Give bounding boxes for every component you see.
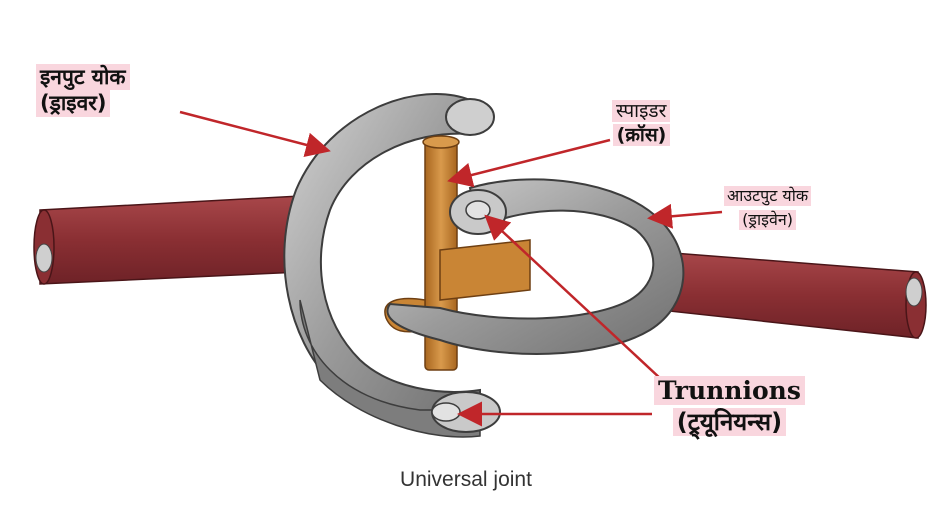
input-yoke-label: इनपुट योक (ड्राइवर): [36, 64, 130, 117]
trunnion-lower: [432, 403, 460, 421]
trunnions-label-line2: (ट्र्यूनियन्स): [673, 408, 786, 436]
arrow-spider: [452, 140, 610, 180]
arrow-output-yoke: [652, 212, 722, 218]
input-yoke-upper-ear: [446, 99, 494, 135]
trunnions-label-line1: Trunnions: [654, 376, 805, 405]
output-yoke-label-line2: (ड्राइवेन): [739, 210, 796, 230]
input-shaft: [34, 196, 300, 284]
trunnion-upper: [466, 201, 490, 219]
spider-label-line2: (क्रॉस): [613, 124, 671, 146]
arrow-input-yoke: [180, 112, 326, 150]
trunnions-label: Trunnions (ट्र्यूनियन्स): [654, 375, 805, 438]
output-yoke-label: आउटपुट योक (ड्राइवेन): [724, 186, 811, 230]
input-yoke-label-line2: (ड्राइवर): [36, 90, 110, 116]
spider-label: स्पाइडर (क्रॉस): [612, 100, 670, 148]
input-shaft-end-face: [36, 244, 52, 272]
output-yoke-label-line1: आउटपुट योक: [724, 186, 811, 206]
diagram-caption: Universal joint: [0, 468, 932, 492]
spider-label-line1: स्पाइडर: [612, 100, 670, 122]
input-yoke-label-line1: इनपुट योक: [36, 64, 130, 90]
output-shaft: [660, 252, 926, 338]
output-shaft-end-face: [906, 278, 922, 306]
